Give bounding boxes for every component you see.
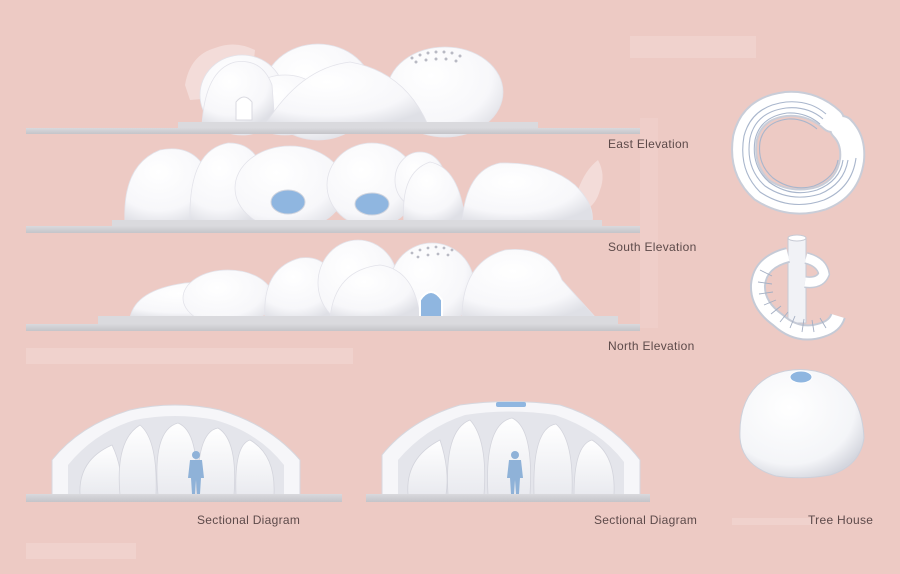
person-figure <box>188 451 204 494</box>
sectional-diagram-left-label: Sectional Diagram <box>197 513 301 527</box>
tree-house-spiral-stair <box>749 234 846 341</box>
background-panel <box>630 36 756 58</box>
sectional-diagram-right-label: Sectional Diagram <box>594 513 698 527</box>
background-panel <box>640 118 658 328</box>
south-elevation-drawing <box>26 142 640 233</box>
tree-house-sphere <box>739 369 865 479</box>
east-elevation-drawing <box>26 43 640 141</box>
person-figure <box>507 451 523 494</box>
east-elevation-label: East Elevation <box>608 137 689 151</box>
north-elevation-drawing <box>26 239 640 331</box>
background-panel <box>26 543 136 559</box>
tree-house-label: Tree House <box>808 513 874 527</box>
sectional-diagram-left <box>26 404 342 502</box>
background-panel <box>26 348 353 364</box>
skylight-dots <box>410 50 462 64</box>
background-panel <box>732 518 812 525</box>
sectional-diagram-right <box>366 401 650 502</box>
north-elevation-label: North Elevation <box>608 339 695 353</box>
tree-house-spiral-ring <box>731 90 866 215</box>
south-elevation-label: South Elevation <box>608 240 697 254</box>
skylight-dots <box>410 245 454 259</box>
